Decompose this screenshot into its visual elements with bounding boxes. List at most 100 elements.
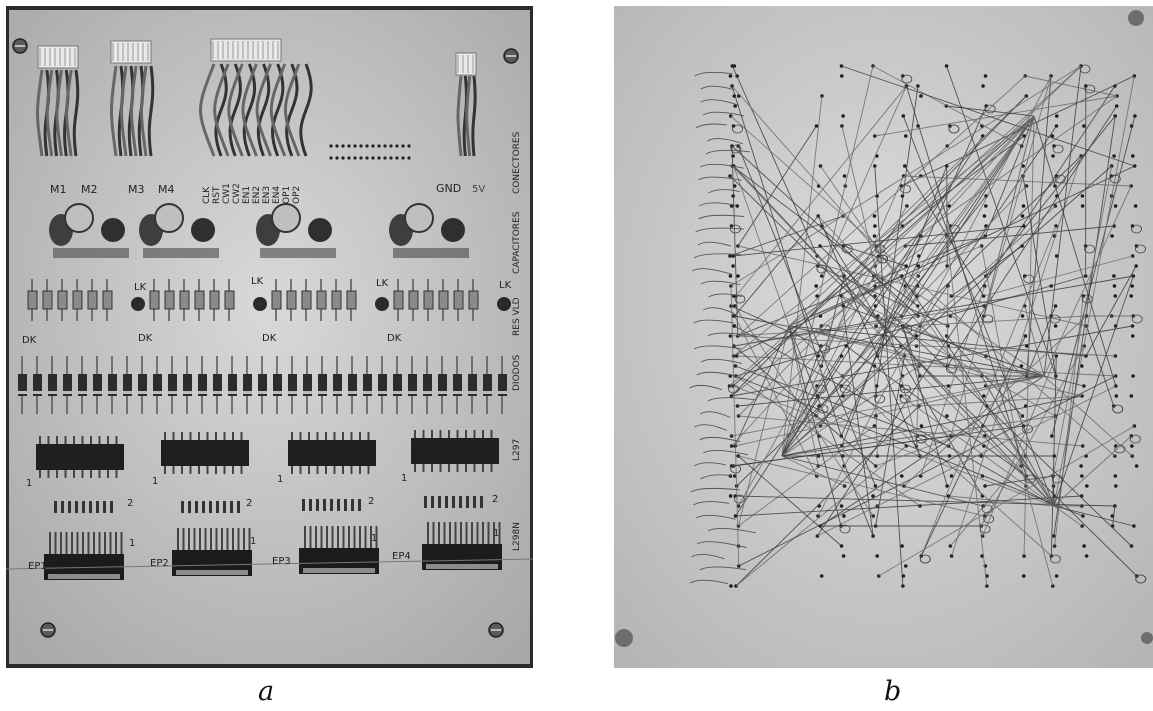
solder-joint <box>473 496 476 508</box>
diode-band <box>378 391 387 394</box>
pin-header <box>455 52 477 76</box>
diode-band <box>438 391 447 394</box>
wire <box>735 375 1045 447</box>
solder-pad <box>1130 444 1134 448</box>
wire-loop <box>817 404 829 414</box>
solder-pad <box>1080 444 1085 448</box>
diode-band <box>123 391 132 394</box>
solder-pad <box>1050 134 1055 138</box>
wire <box>920 335 1026 557</box>
lk-label-1: LK <box>134 282 147 293</box>
resistor <box>408 290 419 310</box>
wire <box>465 75 472 157</box>
solder-pad <box>732 64 737 68</box>
wire <box>731 115 1035 447</box>
resistor <box>194 290 205 310</box>
wire-end <box>691 553 725 560</box>
wire-loop <box>981 504 993 514</box>
diode <box>423 374 432 396</box>
diode <box>153 374 162 396</box>
wire <box>1023 115 1035 557</box>
solder-pad <box>377 156 381 160</box>
wire-end <box>705 149 750 155</box>
wire-loop <box>1131 224 1142 234</box>
wire <box>1043 375 1085 387</box>
solder-pad <box>900 544 904 548</box>
dk-label-2: DK <box>138 333 153 344</box>
wire <box>918 395 1083 407</box>
solder-pad <box>1080 394 1084 398</box>
solder-pad <box>377 144 381 148</box>
wire <box>983 255 1133 297</box>
wire <box>781 345 822 457</box>
diode-band <box>48 391 57 394</box>
diode-band <box>408 391 417 394</box>
diode <box>213 374 222 396</box>
wire <box>877 355 1045 377</box>
wire-end <box>700 85 734 91</box>
wire <box>841 295 1027 377</box>
wire <box>730 315 1087 337</box>
solder-joint <box>459 496 462 508</box>
wire-end <box>690 487 740 493</box>
solder-pad <box>945 484 949 488</box>
solder-pad <box>335 144 339 148</box>
wire <box>843 305 1045 377</box>
pin1-label-1: 1 <box>26 478 32 489</box>
led <box>375 297 389 311</box>
solder-pad <box>1020 314 1025 318</box>
solder-pad <box>1054 354 1059 358</box>
signal-label: EN1 <box>242 186 252 204</box>
wire <box>733 115 1035 357</box>
motor-label-2: M2 <box>81 183 98 196</box>
wire <box>781 355 842 457</box>
diode-band <box>78 391 87 394</box>
signal-label: EN2 <box>252 186 262 204</box>
solder-pad <box>872 214 877 218</box>
solder-pad <box>1021 574 1026 578</box>
wire <box>1053 505 1135 527</box>
wire <box>72 69 80 157</box>
signal-label: CW1 <box>222 183 232 204</box>
diode <box>498 374 507 396</box>
solder-joint <box>54 501 57 513</box>
solder-pad <box>407 144 411 148</box>
wire-end <box>693 253 742 259</box>
wire-loop <box>1135 574 1147 584</box>
resistor <box>468 290 479 310</box>
diode <box>228 374 237 396</box>
wire-loop <box>1079 64 1091 74</box>
solder-pad <box>1080 364 1084 368</box>
resistor <box>102 290 113 310</box>
diode-band <box>228 391 237 394</box>
wire <box>781 95 823 457</box>
solder-pad <box>1050 584 1055 588</box>
solder-pad <box>1112 284 1117 288</box>
side-label-l298: L298N <box>512 522 522 551</box>
pin2-label-2: 2 <box>246 498 252 509</box>
diode <box>138 374 147 396</box>
solder-pad <box>903 134 908 138</box>
solder-joint <box>75 501 78 513</box>
solder-joint <box>202 501 205 513</box>
solder-pad <box>407 156 411 160</box>
wire <box>733 165 790 327</box>
solder-pad <box>1081 514 1085 518</box>
wire-loop <box>982 314 994 324</box>
capacitor-base <box>260 248 336 258</box>
wire-loop <box>730 464 742 474</box>
solder-joint <box>209 501 212 513</box>
solder-pad <box>733 494 738 498</box>
wire-end <box>697 241 731 247</box>
wire-loop <box>816 264 828 274</box>
wire <box>738 115 1035 417</box>
solder-pad <box>736 274 740 278</box>
wire <box>781 235 922 457</box>
solder-pad <box>841 554 846 558</box>
diode <box>333 374 342 396</box>
solder-pad <box>1114 444 1118 448</box>
wire <box>734 315 818 477</box>
solder-pad <box>901 74 905 78</box>
wire <box>732 385 1055 507</box>
wire <box>734 305 874 517</box>
